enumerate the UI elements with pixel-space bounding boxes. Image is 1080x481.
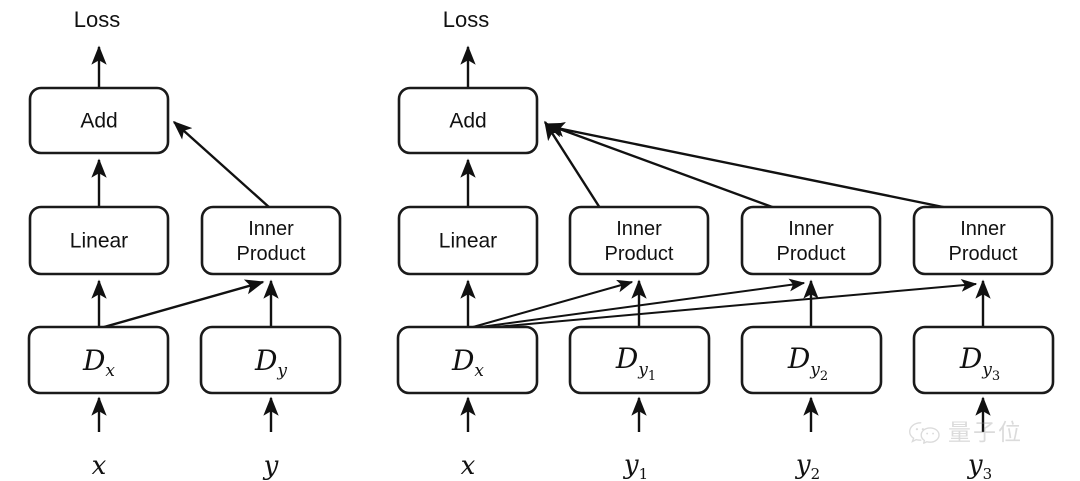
node-dy1-right-base: D [615,342,638,375]
edge-innerproduct2-to-add-right [544,122,776,210]
node-dy-left-label: Dy [254,344,287,381]
input-label-y2-sub: 2 [811,465,821,481]
node-inner-product-3-right-label-line1: Inner [960,218,1006,240]
node-add-right [397,86,539,155]
input-label-x-left: x [92,451,107,481]
node-inner-product-1-right-label-line2: Product [605,243,674,265]
node-dx-left-label: Dx [82,344,115,381]
node-linear-left-label: Linear [70,230,128,253]
input-label-y1-base: y [623,450,639,480]
input-label-x-right: x [461,451,476,481]
node-linear-right [397,205,539,276]
node-dy2-right-base: D [787,342,810,375]
edge-innerproduct3-to-add-right [545,122,949,210]
node-dx-left-sub: x [105,361,115,381]
node-inner-product-2-right [740,205,882,276]
node-dy1-right-subnum: 1 [648,369,656,384]
node-dy2-right [740,325,883,395]
node-inner-product-2-right-label-line1: Inner [788,218,834,240]
node-linear-right-label: Linear [439,230,497,253]
loss-label-right: Loss [443,7,489,32]
node-inner-product-1-right-label-line1: Inner [616,218,662,240]
node-dy3-right-base: D [959,342,982,375]
node-inner-product-3-right-label-line2: Product [949,243,1018,265]
node-inner-product-3-right [912,205,1054,276]
input-label-y3-base: y [967,450,983,480]
node-dy3-right-subnum: 3 [992,369,1000,384]
node-dx-right-label: Dx [451,344,484,381]
node-inner-product-1-right [568,205,710,276]
node-dy-left [199,325,342,395]
edge-dx-to-innerproduct1-right [472,279,634,328]
input-label-y1-sub: 1 [639,465,649,481]
input-label-y1-right: y1 [623,450,648,481]
node-dy-left-base: D [254,344,277,377]
node-dy2-right-label: Dy2 [787,342,828,384]
node-add-right-label: Add [449,110,486,133]
node-dy1-right-sub: y [637,360,648,380]
node-add-left [28,86,170,155]
edge-dx-to-innerproduct-left [103,279,265,329]
edge-innerproduct-to-add-left [172,121,271,209]
node-dy3-right-sub: y [981,360,992,380]
node-inner-product-left-label-line2: Product [237,243,306,265]
node-dy3-right-label: Dy3 [959,342,1000,384]
loss-label-left: Loss [74,7,120,32]
input-label-y2-base: y [795,450,811,480]
input-label-y-left: y [263,451,279,481]
node-dy3-right [912,325,1055,395]
node-dx-right [396,325,539,395]
node-inner-product-left [200,205,342,276]
node-dy-left-sub: y [276,361,287,381]
node-dx-right-base: D [451,344,474,377]
input-label-y3-sub: 3 [983,465,993,481]
node-dx-left [27,325,170,395]
node-dx-left-base: D [82,344,105,377]
input-label-y2-right: y2 [795,450,820,481]
node-linear-left [28,205,170,276]
node-dy2-right-sub: y [809,360,820,380]
node-dy1-right-label: Dy1 [615,342,656,384]
node-dy2-right-subnum: 2 [820,369,828,384]
node-inner-product-left-label-line1: Inner [248,218,294,240]
edge-dx-to-innerproduct3-right [472,278,978,330]
node-add-left-label: Add [80,110,117,133]
input-label-y3-right: y3 [967,450,992,481]
node-inner-product-2-right-label-line2: Product [777,243,846,265]
node-dx-right-sub: x [474,361,484,381]
node-dy1-right [568,325,711,395]
